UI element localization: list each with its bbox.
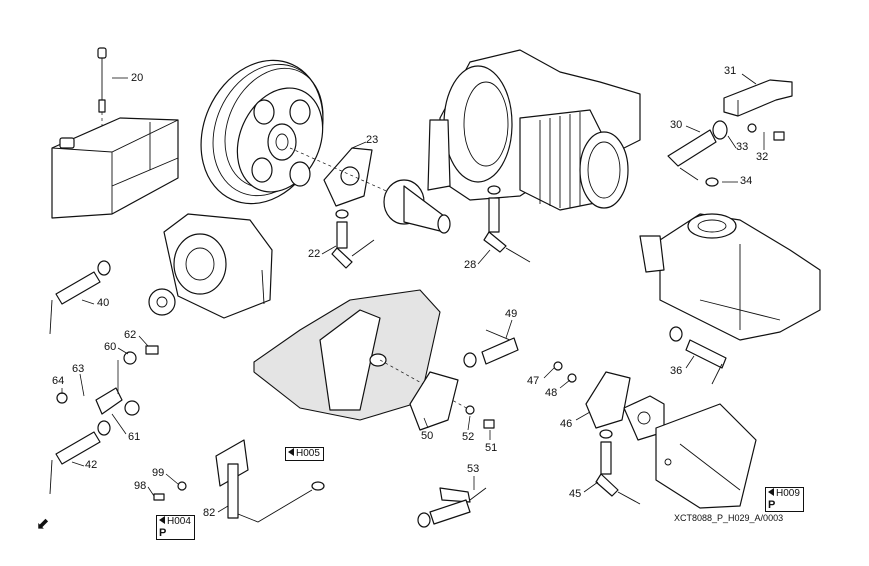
callout-53: 53 <box>467 463 480 475</box>
ref-label: H005 <box>296 448 320 459</box>
callout-50: 50 <box>421 430 434 442</box>
ref-box-h004[interactable]: H004 P <box>156 515 195 540</box>
pointer-left-icon <box>768 488 774 496</box>
callout-40: 40 <box>97 297 110 309</box>
hydraulic-fitting-28 <box>483 185 531 263</box>
callout-20: 20 <box>131 72 144 84</box>
ref-label: H004 <box>167 516 191 527</box>
hydraulic-fitting-36 <box>669 326 727 385</box>
callout-42: 42 <box>85 459 98 471</box>
callout-49: 49 <box>505 308 518 320</box>
pointer-left-icon <box>288 448 294 456</box>
callout-33: 33 <box>736 141 749 153</box>
callout-31: 31 <box>724 65 737 77</box>
callout-63: 63 <box>72 363 85 375</box>
hydraulic-fitting-40 <box>49 260 111 335</box>
ref-sub-label: P <box>768 499 776 511</box>
callout-60: 60 <box>104 341 117 353</box>
bracket-part-31 <box>723 79 793 117</box>
callout-47: 47 <box>527 375 540 387</box>
motor-housing-part <box>427 49 641 211</box>
callout-30: 30 <box>670 119 683 131</box>
sensor-bracket-82 <box>153 439 325 523</box>
callout-36: 36 <box>670 365 683 377</box>
hydraulic-fitting-30 <box>667 120 785 187</box>
clamp-plate-50 <box>409 371 495 431</box>
ref-sub-label: P <box>159 527 167 539</box>
callout-98: 98 <box>134 480 147 492</box>
pointer-left-icon <box>159 516 165 524</box>
drawing-code: XCT8088_P_H029_A/0003 <box>674 513 784 523</box>
callout-32: 32 <box>756 151 769 163</box>
fitting-60-62 <box>123 345 159 365</box>
callout-45: 45 <box>569 488 582 500</box>
callout-61: 61 <box>128 431 141 443</box>
hydraulic-fitting-45 <box>595 429 641 505</box>
callout-28: 28 <box>464 259 477 271</box>
callout-64: 64 <box>52 375 65 387</box>
callout-22: 22 <box>308 248 321 260</box>
ref-label: H009 <box>776 488 800 499</box>
callout-51: 51 <box>485 442 498 454</box>
mounting-plate-part <box>253 289 471 421</box>
oil-tank-part <box>51 117 179 219</box>
ref-box-h009[interactable]: H009 P <box>765 487 804 512</box>
gear-pump-part <box>148 213 273 319</box>
callout-82: 82 <box>203 507 216 519</box>
flange-plate-part <box>323 147 373 207</box>
callout-52: 52 <box>462 431 475 443</box>
shaft-hub-part <box>383 179 451 234</box>
callout-46: 46 <box>560 418 573 430</box>
dipstick-part <box>97 47 107 128</box>
clamp-plate-46 <box>553 361 665 441</box>
callout-34: 34 <box>740 175 753 187</box>
callout-62: 62 <box>124 329 137 341</box>
hydraulic-pump-part <box>639 213 821 341</box>
pulley-part <box>200 59 324 205</box>
hydraulic-fitting-42 <box>49 420 111 495</box>
callout-99: 99 <box>152 467 165 479</box>
ref-box-h005[interactable]: H005 <box>285 447 324 461</box>
hydraulic-fitting-53 <box>417 487 487 528</box>
hydraulic-fitting-49 <box>463 329 519 368</box>
nav-arrow-icon[interactable]: ⬋ <box>36 516 50 533</box>
callout-23: 23 <box>366 134 379 146</box>
seal-washers-61-64 <box>56 360 140 416</box>
hydraulic-fitting-22 <box>331 209 375 269</box>
valve-bracket-part <box>655 403 757 509</box>
callout-48: 48 <box>545 387 558 399</box>
